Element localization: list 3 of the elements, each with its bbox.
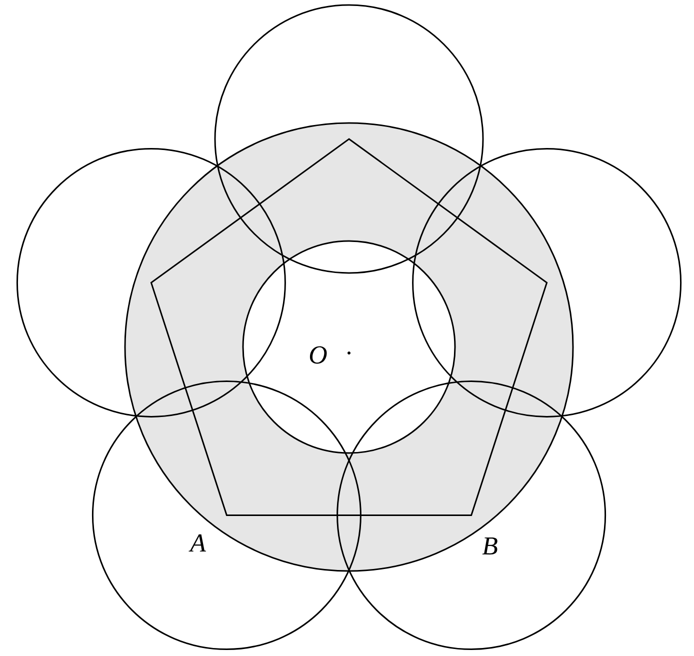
point-label: A	[188, 534, 206, 552]
point-label: O	[310, 346, 327, 364]
point-label: B	[482, 537, 498, 555]
